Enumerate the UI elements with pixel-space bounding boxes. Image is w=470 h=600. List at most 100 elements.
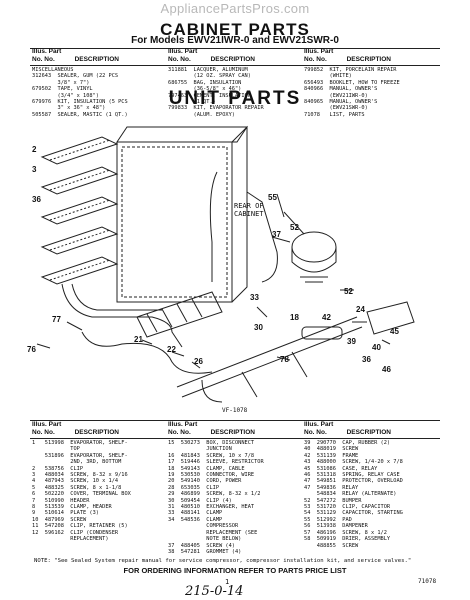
callout-number: 39	[347, 337, 356, 346]
part-line: 312643 SEALER, GUM (22 PCS	[32, 73, 119, 80]
part-line: (WHITE)	[304, 73, 352, 80]
header-no: No. No.	[168, 56, 191, 63]
col-header-3: Illus. Part No. No. DESCRIPTION	[304, 48, 440, 64]
part-line: 679976 KIT, INSULATION (5 PCS	[32, 99, 128, 106]
part-line: 7 510990 HEADER	[32, 497, 90, 504]
part-line: 58 509919 DRIER, ASSEMBLY	[304, 536, 391, 543]
header-desc: DESCRIPTION	[346, 429, 391, 436]
header-illus: Illus. Part	[32, 48, 62, 55]
part-line: (EWV21SWR-0)	[304, 105, 368, 112]
part-line: 47 549851 PROTECTOR, OVERLOAD	[304, 478, 403, 485]
part-line: 39 290770 CAP, RUBBER (2)	[304, 440, 391, 446]
exploded-parts-diagram: REAR OF CABINET VF-1078 5523363752335224…	[27, 125, 415, 414]
part-line: 12 596162 CLIP (CONDENSER	[32, 529, 119, 536]
part-line: 42 531139 FRAME	[304, 452, 359, 459]
part-line: 28 653035 CLIP	[168, 484, 220, 491]
part-line: 54 531129 CAPACITOR, STARTING	[304, 510, 403, 517]
callout-number: 24	[356, 305, 365, 314]
col-header-2: Illus. Part No. No. DESCRIPTION	[168, 48, 298, 64]
part-line: 45 531086 CASE, RELAY	[304, 465, 378, 472]
callout-number: 22	[167, 345, 176, 354]
callout-number: 2	[32, 145, 37, 154]
part-line: 53 531720 CLIP, CAPACITOR	[304, 504, 391, 511]
part-line: 840965 MANUAL, OWNER'S	[304, 99, 378, 106]
part-line: 2 538756 CLIP	[32, 465, 84, 472]
part-line: 16 481843 SCREW, 10 x 7/8	[168, 452, 255, 459]
cabinet-parts-column-3: 799852 KIT, PORCELAIN REPAIR (WHITE)6564…	[304, 67, 400, 118]
part-line: 3/8" x 7")	[32, 79, 90, 86]
part-line: 71078 LIST, PARTS	[304, 111, 365, 118]
callout-number: 78	[280, 355, 289, 364]
part-line: 840966 MANUAL, OWNER'S	[304, 86, 378, 93]
header-illus: Illus. Part	[168, 48, 198, 55]
part-line: TOP	[32, 446, 80, 453]
callout-number: 55	[268, 193, 277, 202]
part-line: 55 512992 PAD	[304, 516, 352, 523]
part-line: 47 549836 RELAY	[304, 484, 359, 491]
part-line: 31 480510 EXCHANGER, HEAT	[168, 504, 255, 511]
header-desc: DESCRIPTION	[210, 56, 255, 63]
callout-number: 76	[27, 345, 36, 354]
part-line: NOTE BELOW)	[168, 536, 242, 543]
part-line: 531896 EVAPORATOR, SHELF-	[32, 452, 128, 459]
callout-number: 26	[194, 357, 203, 366]
part-line: 33 488141 CLAMP	[168, 510, 223, 517]
callout-number: 46	[382, 365, 391, 374]
unit-col-header-1: Illus. Part No. No. DESCRIPTION	[32, 421, 162, 437]
unit-col-header-2: Illus. Part No. No. DESCRIPTION	[168, 421, 298, 437]
callout-number: 18	[290, 313, 299, 322]
part-line: 10 487969 SCREW	[32, 516, 87, 523]
part-line: 37 488405 SCREW (4)	[168, 542, 235, 549]
header-desc: DESCRIPTION	[210, 429, 255, 436]
label-rear-of: REAR OF	[234, 202, 264, 210]
unit-parts-title: UNIT PARTS	[168, 88, 302, 109]
unit-header-rule-top	[30, 420, 440, 421]
header-illus: Illus. Part	[32, 421, 62, 428]
page-number: 1	[225, 578, 230, 586]
header-rule-top	[30, 48, 440, 49]
part-line: 686755 BAG, INSULATION	[168, 79, 242, 86]
callout-number: 37	[272, 230, 281, 239]
page-title: CABINET PARTS	[160, 20, 310, 39]
part-line: 797463 CEMENT, INSULATION	[168, 92, 251, 99]
header-desc: DESCRIPTION	[74, 429, 119, 436]
callout-number: 30	[254, 323, 263, 332]
part-line: 30 509454 CLIP (4)	[168, 497, 232, 504]
document-code: 71078	[418, 578, 437, 585]
callout-number: 77	[52, 315, 61, 324]
part-line: 56 513938 DAMPENER	[304, 523, 368, 530]
part-line: 29 486899 SCREW, 8-32 x 1/2	[168, 491, 261, 498]
part-line: 17 519446 SLEEVE, RESTRICTOR	[168, 459, 264, 466]
part-line: 5 488325 SCREW, 8 x 1-1/8	[32, 484, 122, 491]
unit-header-rule-bottom	[30, 438, 440, 439]
header-no: No. No.	[304, 429, 327, 436]
part-line: 9 510614 PLATE (3)	[32, 510, 99, 517]
part-line: 11 547208 CLIP, RETAINER (5)	[32, 523, 128, 530]
part-line: (ALUM. EPOXY)	[168, 111, 235, 118]
part-line: REPLACEMENT (SEE	[168, 529, 258, 536]
callout-number: 3	[32, 165, 37, 174]
part-line: (1 QT.)	[168, 99, 216, 106]
watermark: AppliancePartsPros.com	[160, 1, 310, 16]
col-header-1: Illus. Part No. No. DESCRIPTION	[32, 48, 162, 64]
callout-number: 33	[250, 293, 259, 302]
part-line: 4 487943 SCREW, 10 x 1/4	[32, 478, 119, 485]
part-line: 548834 RELAY (ALTERNATE)	[304, 491, 397, 498]
part-line: JUNCTION	[168, 446, 232, 453]
part-line: 656493 BOOKLET, HOW TO FREEZE	[304, 79, 400, 86]
callout-number: 36	[362, 355, 371, 364]
part-line: REPLACEMENT)	[32, 536, 109, 543]
unit-col-header-3: Illus. Part No. No. DESCRIPTION	[304, 421, 440, 437]
part-line: 505587 SEALER, MASTIC (1 QT.)	[32, 111, 128, 118]
handwritten-date: 215-0-14	[185, 584, 244, 599]
header-desc: DESCRIPTION	[346, 56, 391, 63]
service-note: NOTE: "See Sealed System repair manual f…	[34, 558, 412, 564]
page-subtitle: For Models EWV21IWR-0 and EWV21SWR-0	[131, 35, 339, 46]
part-line: 488855 SCREW	[304, 542, 359, 549]
header-illus: Illus. Part	[304, 421, 334, 428]
part-line: 34 548536 CLAMP	[168, 516, 223, 523]
label-diagram-code: VF-1078	[222, 407, 248, 414]
callout-number: 40	[372, 343, 381, 352]
header-no: No. No.	[32, 56, 55, 63]
